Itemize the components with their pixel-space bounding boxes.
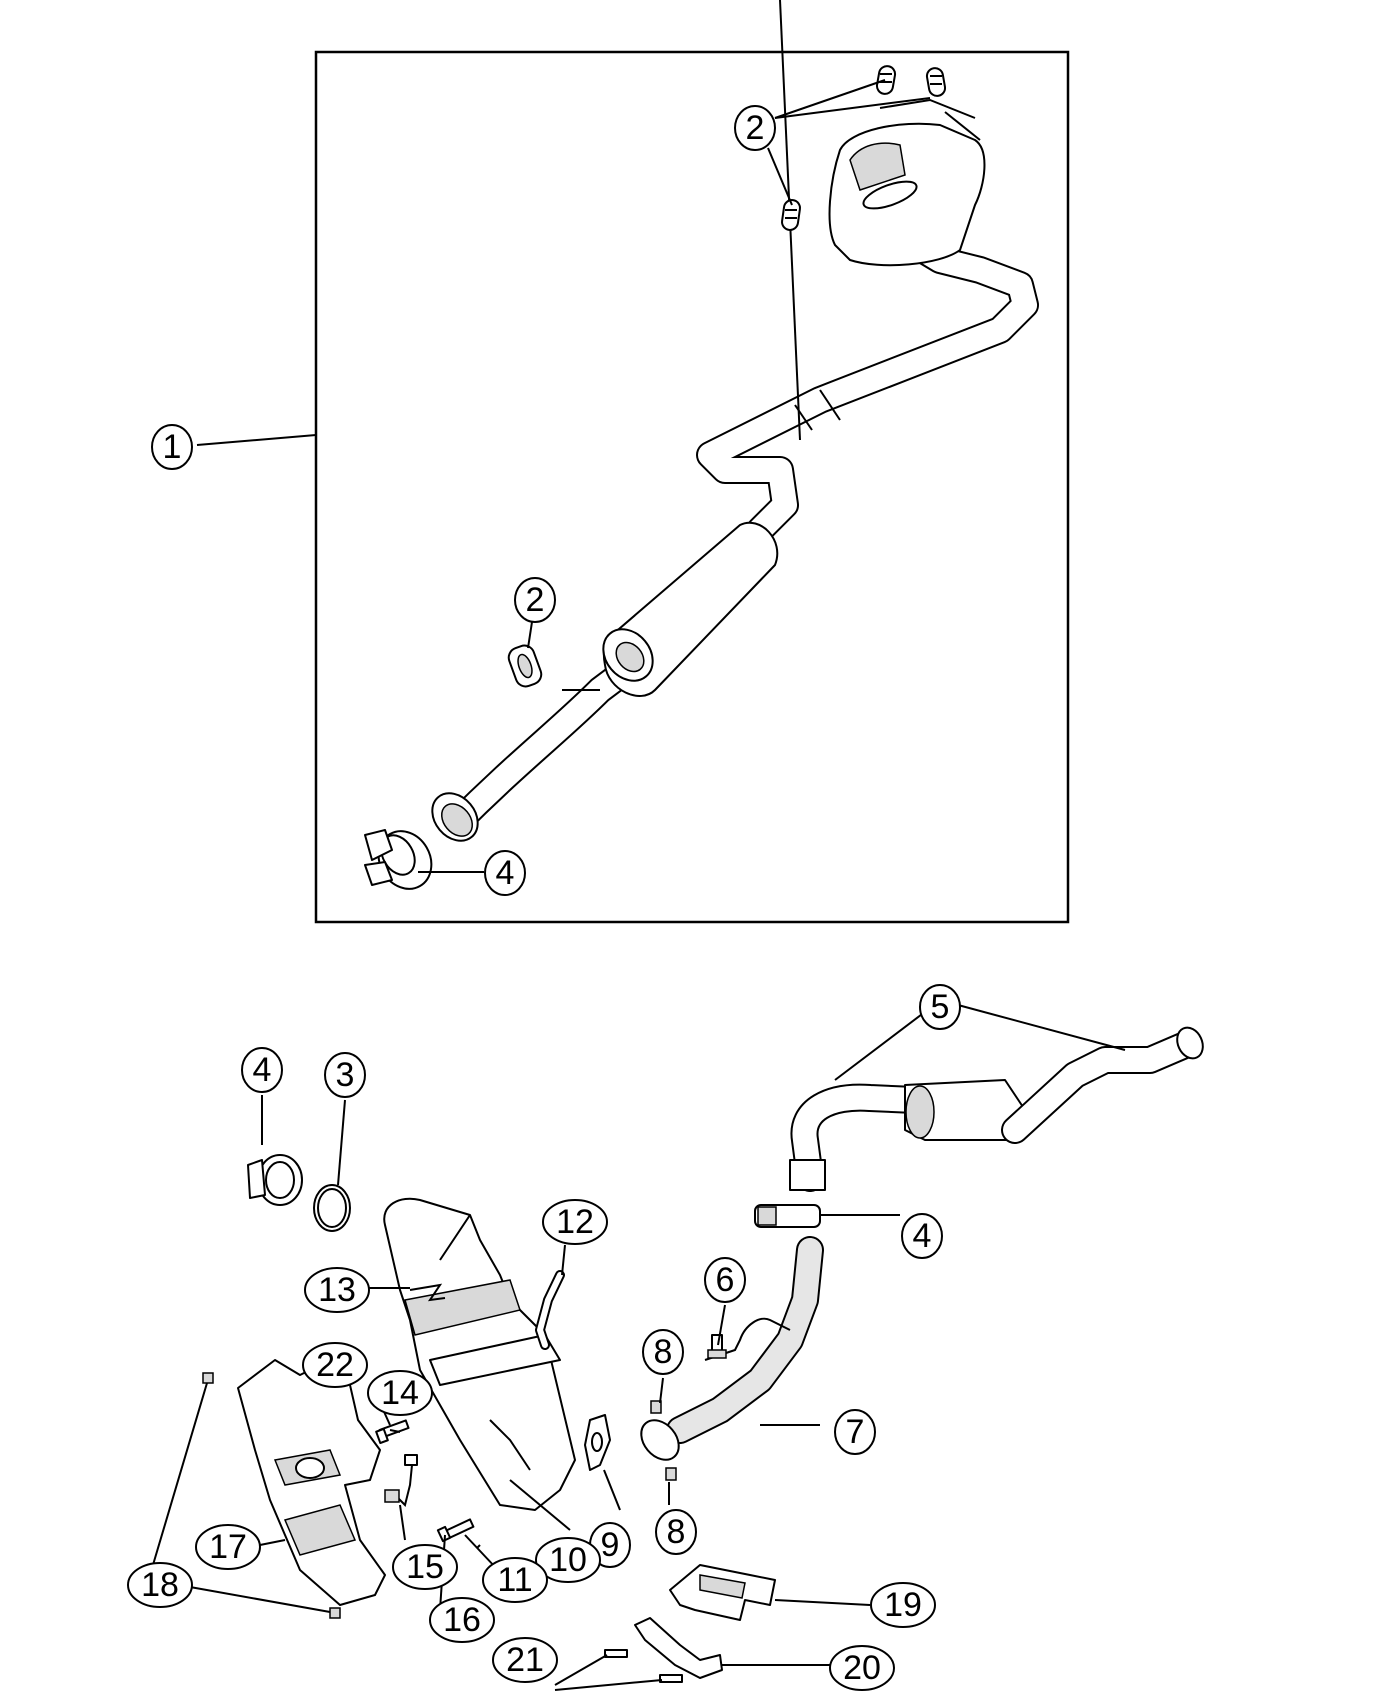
front-pipe[interactable] xyxy=(634,1236,824,1467)
heat-shield-nuts[interactable] xyxy=(202,1372,341,1619)
resonator[interactable] xyxy=(562,521,779,697)
callout-12: 12 xyxy=(542,1199,608,1245)
svg-text:20: 20 xyxy=(843,1649,881,1687)
svg-text:5: 5 xyxy=(931,988,950,1026)
callout-16: 16 xyxy=(429,1597,495,1643)
exhaust-clamp-upper[interactable] xyxy=(364,822,442,899)
lower-leader-lines xyxy=(149,1001,1126,1691)
assembly-box xyxy=(314,50,1070,924)
callout-11: 11 xyxy=(482,1557,548,1603)
callout-18: 18 xyxy=(127,1562,193,1608)
gasket-ring[interactable] xyxy=(313,1184,351,1232)
callout-21: 21 xyxy=(492,1637,558,1683)
callout-14: 14 xyxy=(367,1370,433,1416)
callout-6: 6 xyxy=(704,1257,746,1303)
svg-text:15: 15 xyxy=(406,1548,444,1586)
callout-15: 15 xyxy=(392,1544,458,1590)
svg-text:16: 16 xyxy=(443,1601,481,1639)
svg-text:10: 10 xyxy=(549,1541,587,1579)
svg-text:4: 4 xyxy=(496,854,515,892)
heat-shield[interactable] xyxy=(237,1359,386,1606)
svg-text:3: 3 xyxy=(336,1056,355,1094)
svg-text:7: 7 xyxy=(846,1413,865,1451)
svg-text:4: 4 xyxy=(253,1051,272,1089)
svg-text:6: 6 xyxy=(716,1261,735,1299)
svg-text:17: 17 xyxy=(209,1528,247,1566)
callout-10: 10 xyxy=(535,1537,601,1583)
callout-17: 17 xyxy=(195,1524,261,1570)
exhaust-clamp-right[interactable] xyxy=(754,1204,821,1228)
callout-13: 13 xyxy=(304,1267,370,1313)
stud[interactable] xyxy=(707,1334,727,1359)
svg-text:8: 8 xyxy=(654,1333,673,1371)
svg-text:2: 2 xyxy=(526,581,545,619)
exhaust-clamp-left[interactable] xyxy=(247,1154,303,1206)
support-bracket[interactable] xyxy=(669,1564,776,1621)
callout-8a: 8 xyxy=(642,1329,684,1375)
svg-text:18: 18 xyxy=(141,1566,179,1604)
svg-text:13: 13 xyxy=(318,1271,356,1309)
strap-bracket[interactable] xyxy=(634,1617,723,1679)
exhaust-gasket[interactable] xyxy=(584,1414,611,1471)
svg-text:21: 21 xyxy=(506,1641,544,1679)
svg-text:8: 8 xyxy=(667,1513,686,1551)
svg-text:11: 11 xyxy=(497,1561,532,1599)
callout-1: 1 xyxy=(151,424,193,470)
callout-5: 5 xyxy=(919,984,961,1030)
svg-text:2: 2 xyxy=(746,109,765,147)
callout-4a: 4 xyxy=(484,850,526,896)
callout-2b: 2 xyxy=(514,577,556,623)
bolts[interactable] xyxy=(375,1419,475,1543)
rear-muffler[interactable] xyxy=(828,98,986,267)
oxygen-sensor[interactable] xyxy=(384,1454,418,1507)
exhaust-pipe-assembly[interactable] xyxy=(423,0,1039,850)
svg-text:1: 1 xyxy=(163,428,182,466)
catalytic-converter[interactable] xyxy=(383,1197,576,1511)
svg-text:4: 4 xyxy=(913,1217,932,1255)
upper-leader-lines xyxy=(196,79,931,873)
callout-8b: 8 xyxy=(655,1509,697,1555)
callout-2a: 2 xyxy=(734,105,776,151)
svg-text:22: 22 xyxy=(316,1346,354,1384)
svg-text:9: 9 xyxy=(601,1526,620,1564)
svg-text:12: 12 xyxy=(556,1203,594,1241)
callout-20: 20 xyxy=(829,1645,895,1691)
sensor-tube[interactable] xyxy=(535,1270,565,1350)
callout-4b: 4 xyxy=(901,1213,943,1259)
svg-text:14: 14 xyxy=(381,1374,419,1412)
clip[interactable] xyxy=(409,1283,446,1302)
exhaust-nuts[interactable] xyxy=(650,1400,677,1481)
svg-text:19: 19 xyxy=(884,1586,922,1624)
bracket-bolts[interactable] xyxy=(604,1649,683,1683)
callout-19: 19 xyxy=(870,1582,936,1628)
callout-22: 22 xyxy=(302,1342,368,1388)
callout-3: 3 xyxy=(324,1052,366,1098)
callout-4c: 4 xyxy=(241,1047,283,1093)
callout-7: 7 xyxy=(834,1409,876,1455)
exhaust-hanger-isolators[interactable] xyxy=(506,65,947,689)
intermediate-pipe[interactable] xyxy=(789,1023,1208,1192)
